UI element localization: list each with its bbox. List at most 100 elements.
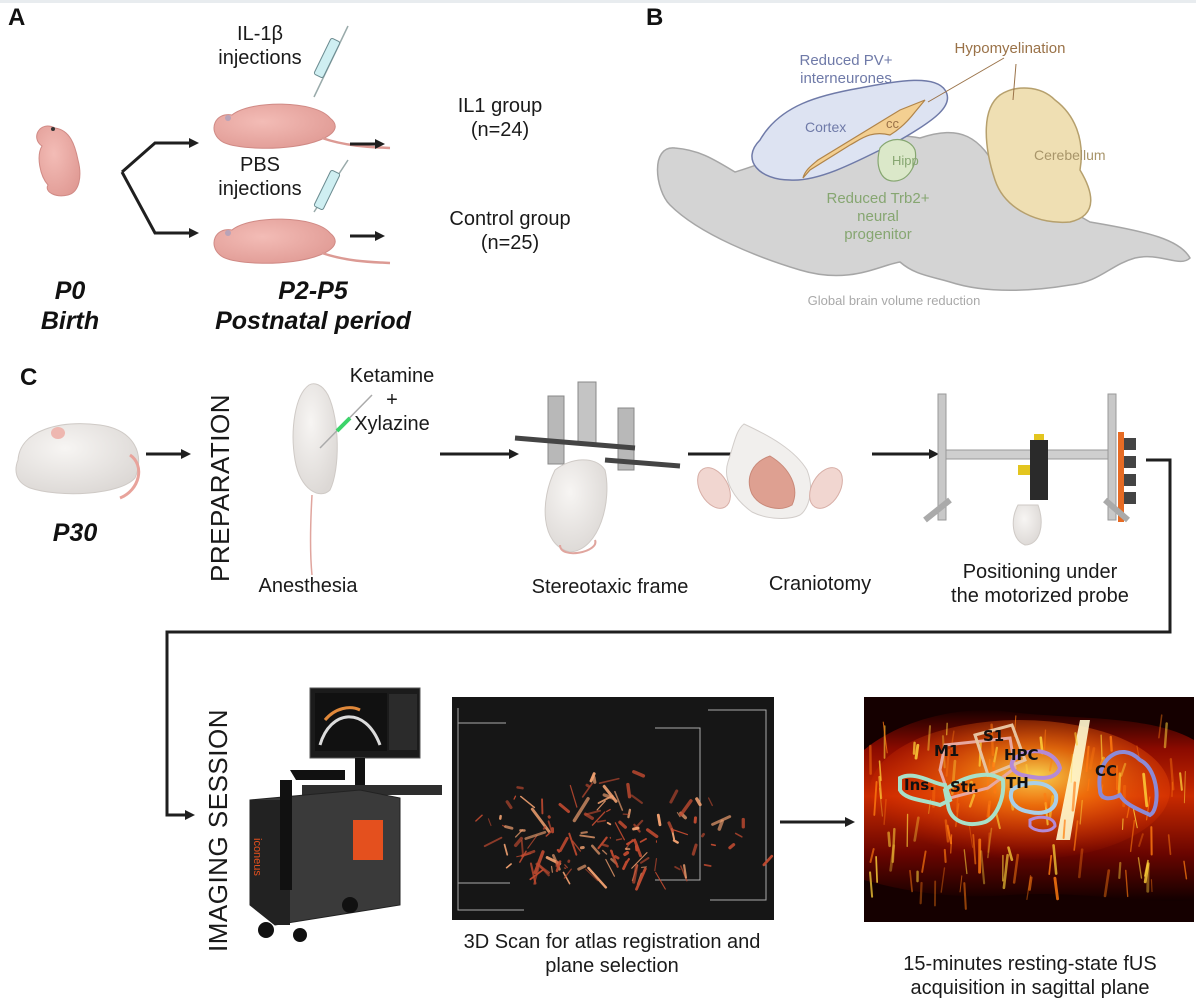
fus-vessel-segment (909, 869, 913, 893)
vessel-segment (601, 849, 608, 855)
vessel-segment (734, 832, 743, 838)
vessel-segment (640, 856, 650, 864)
corpus-callosum-region (802, 99, 926, 179)
trb2-label-line2: neural (857, 208, 899, 225)
vessel-segment (614, 790, 624, 811)
fus-caption: 15-minutes resting-state fUS acquisition… (880, 952, 1180, 1000)
positioning-line1: Positioning under (962, 561, 1118, 583)
fus-vessel-segment (883, 798, 887, 826)
vessel-segment (672, 839, 679, 844)
vessel-segment (691, 843, 698, 856)
fus-vessel-segment (972, 834, 977, 865)
cortex-label: Cortex (805, 119, 847, 135)
fus-vessel-segment (1169, 757, 1175, 791)
fus-vessel-segment (940, 867, 946, 893)
roi-label-s1: S1 (983, 727, 1005, 745)
roi-outline-small (1028, 815, 1057, 833)
vessel-segment (655, 871, 666, 890)
fus-vessel-segment (921, 850, 927, 873)
vessel-segment (530, 807, 551, 833)
vessel-segment (564, 864, 568, 869)
trb2-label-line1: Reduced Trb2+ (826, 190, 930, 207)
fus-vessel-segment (1062, 819, 1066, 839)
vessel-segment (602, 784, 618, 803)
fus-vessel-segment (1143, 862, 1150, 884)
fus-vessel-segment (963, 849, 968, 875)
roi-label-cc: CC (1095, 762, 1118, 780)
vessel-segment (632, 826, 640, 831)
vessel-segment (550, 865, 553, 873)
p30-label: P30 (52, 519, 98, 547)
step-craniotomy-label: Craniotomy (768, 573, 872, 595)
vessel-segment (711, 815, 732, 826)
vessel-segment (571, 840, 582, 852)
pv-label-line1: Reduced PV+ (799, 52, 893, 69)
hypomyelination-pointer (927, 57, 1005, 103)
trb2-progenitor-label: Reduced Trb2+ neural progenitor (818, 190, 938, 244)
vessel-segment (577, 864, 587, 871)
fus-vessel-segment (1070, 753, 1073, 783)
roi-label-ins: Ins. (904, 776, 935, 794)
fus-vessel-segment (927, 725, 932, 751)
fus-vessel-segment (891, 827, 896, 863)
fus-vessel-segment (1138, 833, 1144, 847)
vessel-segment (592, 775, 597, 784)
vessel-segment (547, 820, 553, 832)
iconeus-device-icon (249, 687, 442, 942)
roi-outline-hpc (1009, 749, 1063, 780)
roi-outline-s1 (973, 723, 1027, 777)
ketamine-label: Ketamine (349, 365, 435, 387)
vessel-segment (583, 812, 594, 820)
fus-vessel-texture (869, 714, 1188, 910)
vessel-segment (587, 866, 608, 889)
vessel-segment (639, 838, 647, 843)
fus-vessel-segment (1125, 869, 1129, 898)
vessel-segment (580, 831, 588, 835)
vessel-segment (717, 819, 724, 831)
roi-label-hpc: HPC (1004, 746, 1039, 764)
vessel-segment (487, 818, 492, 827)
fus-vessel-segment (913, 816, 920, 842)
vessel-segment (520, 795, 536, 809)
vessel-segment (555, 860, 562, 873)
motorized-probe-rig-icon (923, 393, 1136, 546)
vessel-segment (514, 829, 524, 838)
fus-vessel-segment (963, 882, 967, 910)
fus-vessel-segment (950, 759, 957, 796)
vessel-segment (672, 828, 689, 836)
fus-vessel-segment (1007, 846, 1014, 862)
roi-label-m1: M1 (934, 742, 960, 760)
vessel-segment (556, 848, 561, 853)
hypomyelination-label: Hypomyelination (954, 40, 1066, 57)
fus-vessel-segment (1025, 763, 1029, 776)
vessel-segment (676, 811, 681, 818)
roi-outline-str (942, 772, 1006, 826)
fus-vessel-segment (954, 803, 960, 828)
vessel-segment (632, 770, 646, 778)
timepoint-postnatal-period: Postnatal period (215, 307, 411, 335)
vessel-segment (615, 838, 623, 841)
vessel-segment (640, 866, 647, 869)
trb2-label-line3: progenitor (844, 226, 912, 243)
fus-caption-line2: acquisition in sagittal plane (910, 977, 1150, 999)
vessel-segment (654, 857, 658, 872)
imaging-session-stage-label: IMAGING SESSION (203, 709, 233, 952)
fus-vessel-segment (944, 819, 950, 843)
fus-vessel-segment (1073, 820, 1079, 851)
vessel-segment (558, 836, 569, 852)
vessel-segment (503, 843, 509, 856)
hipp-label: Hipp (892, 153, 919, 168)
fus-vessel-segment (950, 834, 953, 854)
fus-vessel-segment (1183, 771, 1186, 804)
cc-label: cc (886, 116, 899, 131)
vessel-segment (516, 786, 524, 790)
vessel-segment (710, 843, 717, 847)
vessel-segment (533, 850, 545, 875)
vessel-segment (601, 843, 609, 848)
brain-sagittal-diagram (656, 57, 1191, 291)
timepoint-p2-p5: P2-P5 (278, 277, 348, 305)
il1-group-name: IL1 group (457, 95, 543, 117)
fus-vessel-segment (1146, 796, 1151, 821)
pbs-label-line1: PBS (239, 154, 281, 176)
timepoint-postnatal-label: P2-P5 Postnatal period (188, 276, 438, 336)
